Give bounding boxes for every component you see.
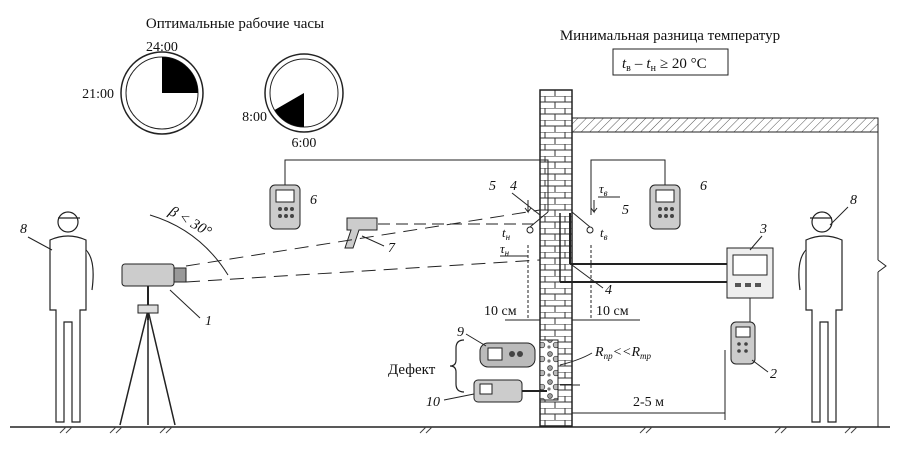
arrow-outer-probe <box>524 200 532 214</box>
callout-10: 10 <box>426 395 440 410</box>
label-t-outer: tн <box>502 225 511 242</box>
thermometer-logger-right <box>649 184 681 230</box>
optimal-hours-title: Оптимальные рабочие часы <box>146 16 324 32</box>
callout-3: 3 <box>759 222 767 237</box>
defect-label: Дефект <box>388 362 436 378</box>
formula-t-in-sub: в <box>626 63 631 74</box>
wire-left-logger <box>284 159 549 212</box>
sensor-outer-air <box>526 226 534 234</box>
moisture-meter-9 <box>479 342 536 368</box>
min-temp-diff-title: Минимальная разница температур <box>560 28 780 44</box>
label-t-inner: tв <box>600 225 608 242</box>
svg-text:tв–tн≥ 20 °C: tв–tн≥ 20 °C <box>622 56 707 74</box>
wall-defect-zone <box>539 339 559 401</box>
tripod <box>119 309 176 426</box>
operator-right <box>798 211 843 423</box>
callout-5-left: 5 <box>489 179 496 194</box>
clock-evening-shaded-sector <box>162 57 198 93</box>
callout-5-right: 5 <box>622 203 629 218</box>
thermometer-logger-left <box>269 184 301 230</box>
callout-4-top: 4 <box>510 179 517 194</box>
callout-9: 9 <box>457 325 464 340</box>
camera-view-cone <box>185 209 541 283</box>
wire-right-logger <box>590 159 666 215</box>
sensor-inner-air <box>586 226 594 234</box>
label-tau-inner: τв <box>599 181 608 198</box>
clock-evening-end-label: 24:00 <box>146 40 178 55</box>
label-tau-outer: τн <box>500 241 510 258</box>
callout-6-right: 6 <box>700 179 707 194</box>
operator-left <box>49 211 94 423</box>
range-label: 2-5 м <box>633 395 664 410</box>
ceiling-slab <box>571 117 879 133</box>
formula-t-out: t <box>646 56 651 72</box>
clock-morning-end-label: 8:00 <box>242 110 267 125</box>
ir-thermometer-7 <box>344 217 378 249</box>
callout-7: 7 <box>388 241 396 256</box>
formula-t-in: t <box>622 56 627 72</box>
callout-1: 1 <box>205 314 212 329</box>
clock-evening-start-label: 21:00 <box>82 87 114 102</box>
angle-arc <box>149 214 229 276</box>
angle-label: β < 30° <box>165 203 214 240</box>
thermal-camera-1 <box>119 263 187 426</box>
clock-evening: 24:00 21:00 <box>82 40 204 135</box>
callout-6-left: 6 <box>310 193 317 208</box>
dim-left-label: 10 см <box>484 304 517 319</box>
clock-morning: 6:00 8:00 <box>242 53 344 151</box>
callout-4-bottom: 4 <box>605 283 612 298</box>
arrow-inner-probe <box>590 200 598 214</box>
dim-right-label: 10 см <box>596 304 629 319</box>
callout-8-left: 8 <box>20 222 27 237</box>
right-wall-break <box>877 259 887 273</box>
formula-t-out-sub: н <box>651 63 657 74</box>
temperature-formula: tв–tн≥ 20 °C <box>612 48 729 76</box>
ground-hatching <box>59 426 858 434</box>
probe-meter-10 <box>473 379 547 403</box>
formula-rest: ≥ 20 °C <box>660 56 707 72</box>
handheld-meter-2 <box>730 321 756 365</box>
callout-numbers: 1 2 3 4 4 5 5 6 6 7 8 8 9 10 <box>20 179 857 410</box>
resistance-label: Rпр<<Rтр <box>594 345 652 361</box>
clock-morning-start-label: 6:00 <box>292 136 317 151</box>
callout-2: 2 <box>770 367 777 382</box>
formula-dash: – <box>634 56 643 72</box>
callout-8-right: 8 <box>850 193 857 208</box>
defect-brace <box>449 339 465 393</box>
multichannel-logger-3 <box>726 247 774 322</box>
clock-morning-shaded-sector <box>274 93 304 127</box>
